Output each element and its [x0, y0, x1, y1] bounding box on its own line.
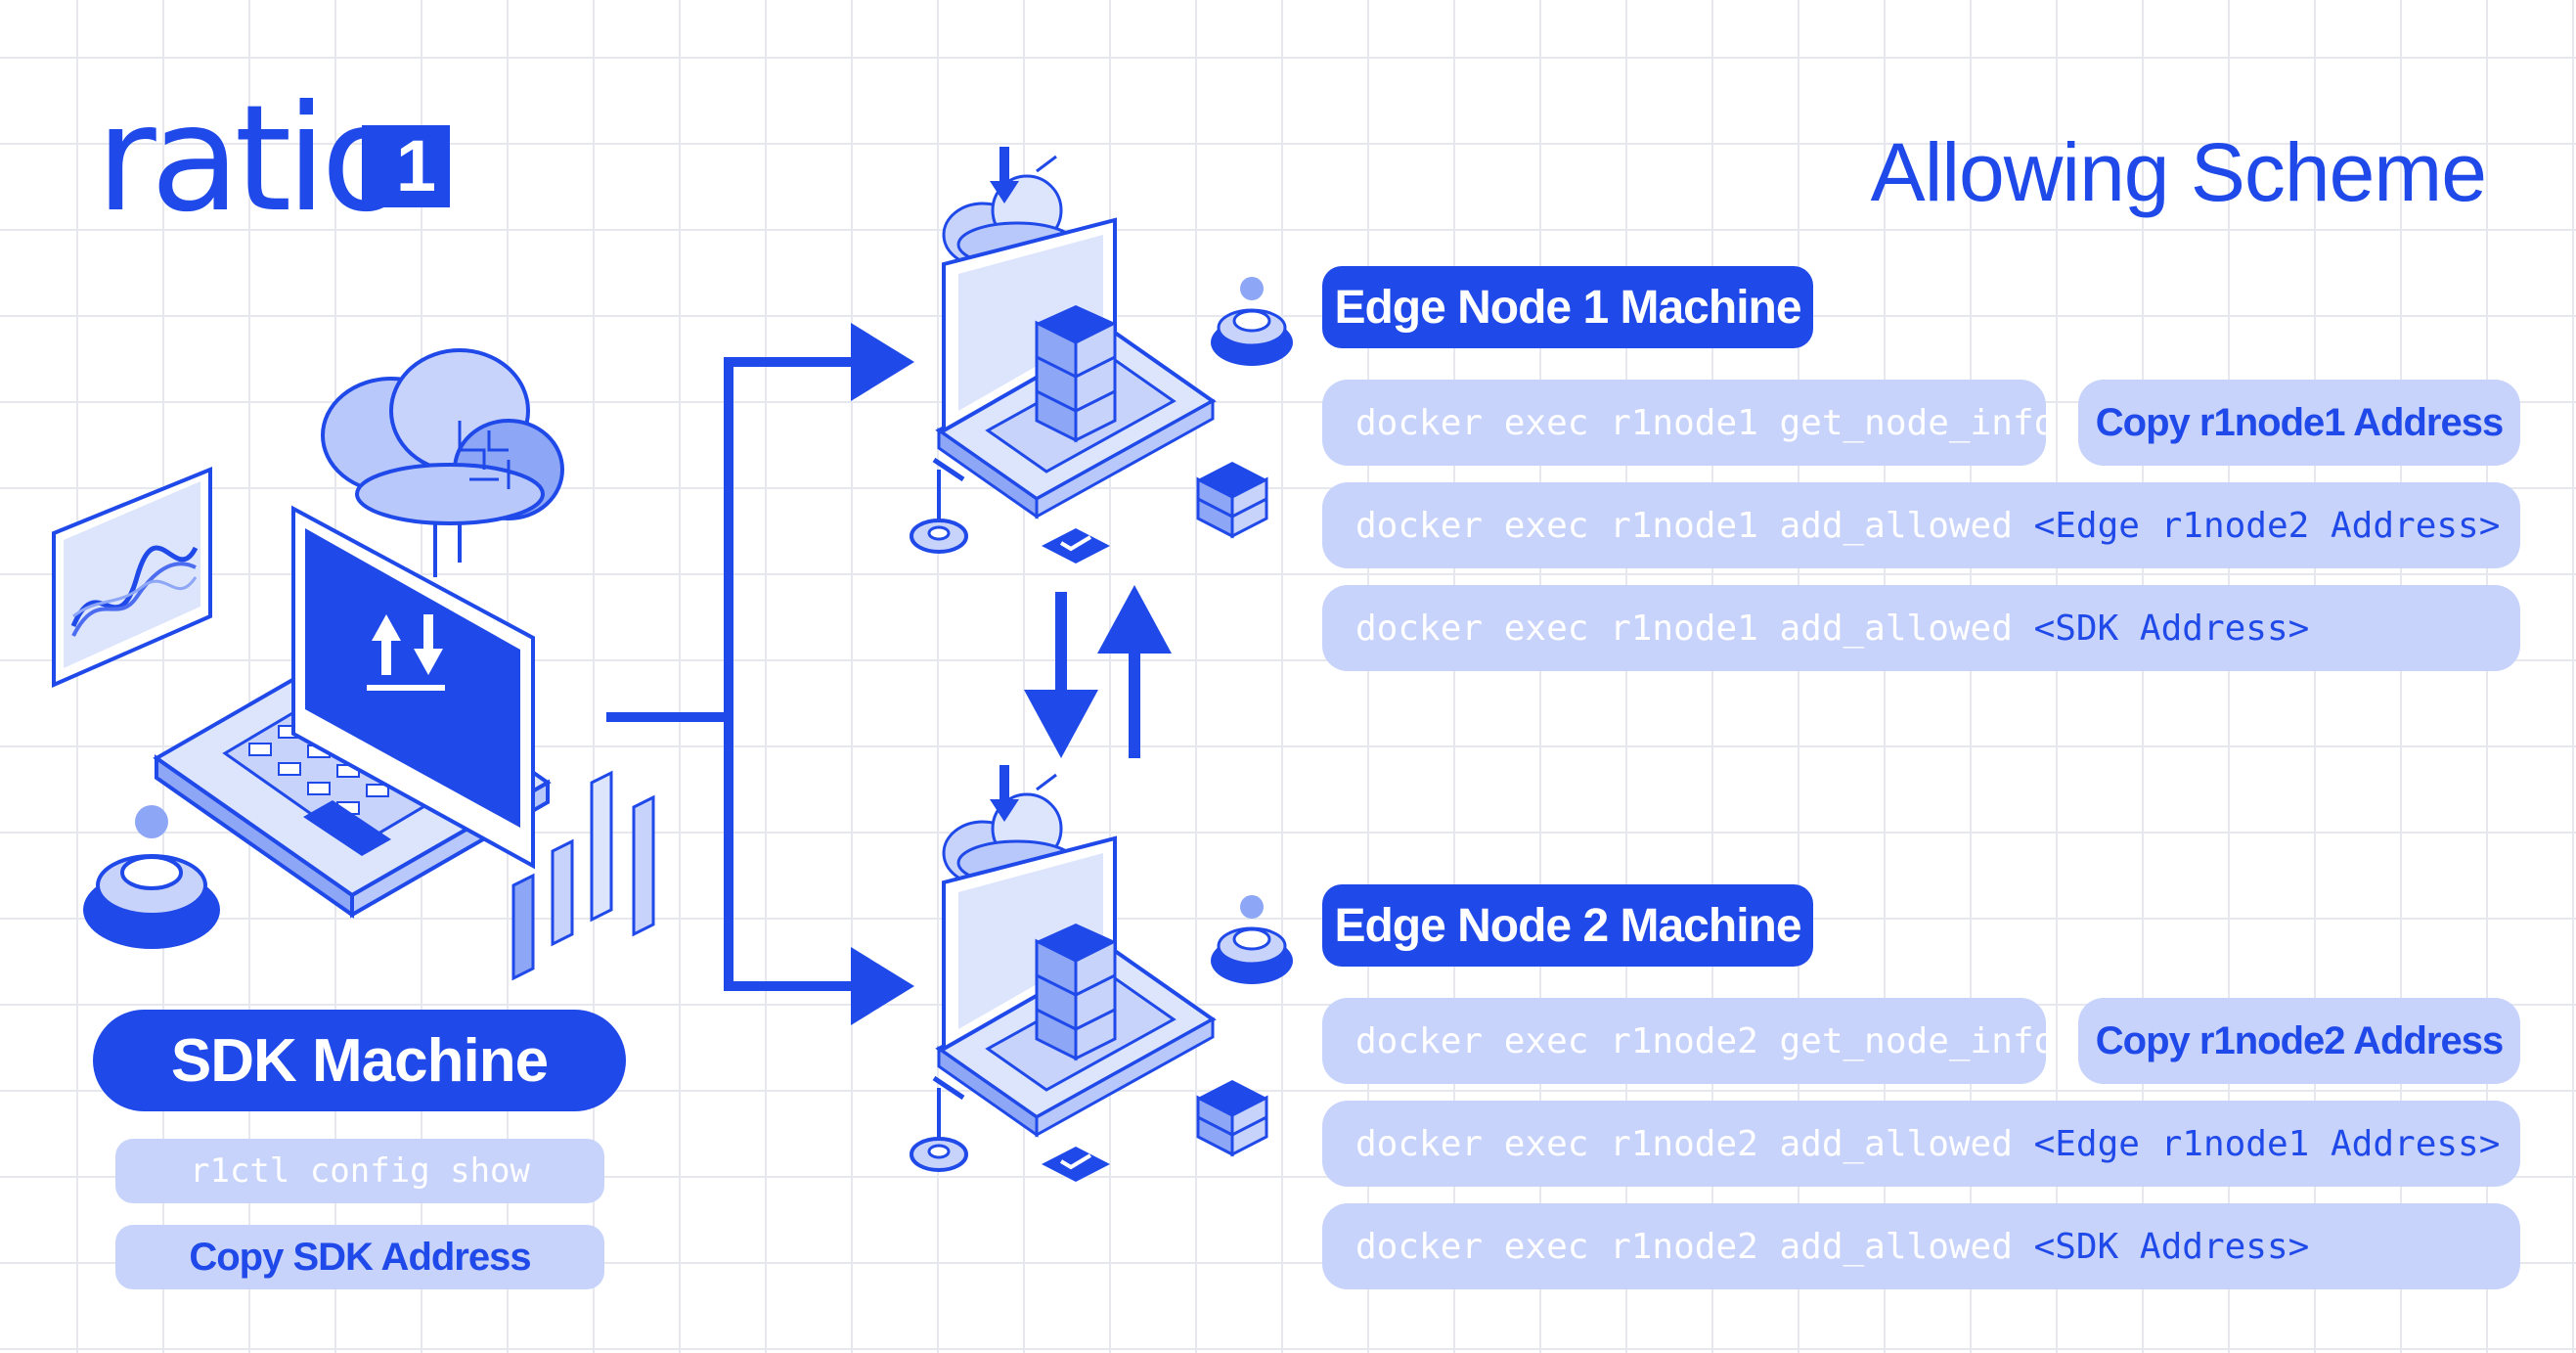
address-placeholder: <Edge r1node2 Address> [2033, 505, 2501, 546]
command-text: docker exec r1node1 add_allowed [1355, 505, 2034, 546]
bidirectional-arrows-icon [1024, 585, 1172, 758]
database-icon [1196, 462, 1268, 539]
edge-node-2-label: Edge Node 2 Machine [1322, 884, 1813, 967]
edge-node-1-illustration [910, 147, 1293, 564]
edge1-add-allowed-edge2-command[interactable]: docker exec r1node1 add_allowed <Edge r1… [1322, 482, 2520, 568]
chart-card-icon [52, 467, 212, 689]
copy-r1node1-address-button[interactable]: Copy r1node1 Address [2078, 380, 2520, 466]
database-icon [1196, 1080, 1268, 1157]
user-icon [1211, 895, 1293, 984]
address-placeholder: <SDK Address> [2033, 608, 2310, 649]
gear-icon [910, 1075, 968, 1172]
sdk-machine-label: SDK Machine [93, 1010, 626, 1111]
user-icon [83, 805, 220, 949]
edge2-add-allowed-edge1-command[interactable]: docker exec r1node2 add_allowed <Edge r1… [1322, 1101, 2520, 1187]
command-text: docker exec r1node2 add_allowed [1355, 1226, 2034, 1267]
ratio-logo: ratio [96, 74, 411, 245]
command-text: docker exec r1node2 add_allowed [1355, 1123, 2034, 1164]
command-text: docker exec r1node1 add_allowed [1355, 608, 2034, 649]
server-stack-icon [1035, 924, 1117, 1061]
server-stack-icon [1035, 305, 1117, 443]
cloud-icon [321, 348, 564, 577]
upload-download-arrows-icon [367, 614, 445, 691]
check-icon [1042, 528, 1110, 564]
sdk-command-r1ctl[interactable]: r1ctl config show [115, 1139, 604, 1203]
edge1-get-node-info-command[interactable]: docker exec r1node1 get_node_info [1322, 380, 2055, 466]
address-placeholder: <Edge r1node1 Address> [2033, 1123, 2501, 1164]
arrow-to-edge1 [851, 323, 914, 401]
user-icon [1211, 277, 1293, 366]
ratio-logo-box: 1 [362, 125, 450, 207]
edge1-add-allowed-sdk-command[interactable]: docker exec r1node1 add_allowed <SDK Add… [1322, 585, 2520, 671]
bar-chart-icon [511, 770, 655, 981]
address-placeholder: <SDK Address> [2033, 1226, 2310, 1267]
edge-node-2-illustration [910, 765, 1293, 1182]
edge-node-1-label: Edge Node 1 Machine [1322, 266, 1813, 348]
check-icon [1042, 1147, 1110, 1182]
copy-sdk-address-button[interactable]: Copy SDK Address [115, 1225, 604, 1289]
gear-icon [910, 457, 968, 554]
page-title: Allowing Scheme [1870, 126, 2487, 218]
connector-lines [606, 357, 861, 991]
laptop-icon [153, 505, 552, 919]
arrow-to-edge2 [851, 947, 914, 1025]
edge2-add-allowed-sdk-command[interactable]: docker exec r1node2 add_allowed <SDK Add… [1322, 1203, 2520, 1289]
copy-r1node2-address-button[interactable]: Copy r1node2 Address [2078, 998, 2520, 1084]
edge2-get-node-info-command[interactable]: docker exec r1node2 get_node_info [1322, 998, 2055, 1084]
